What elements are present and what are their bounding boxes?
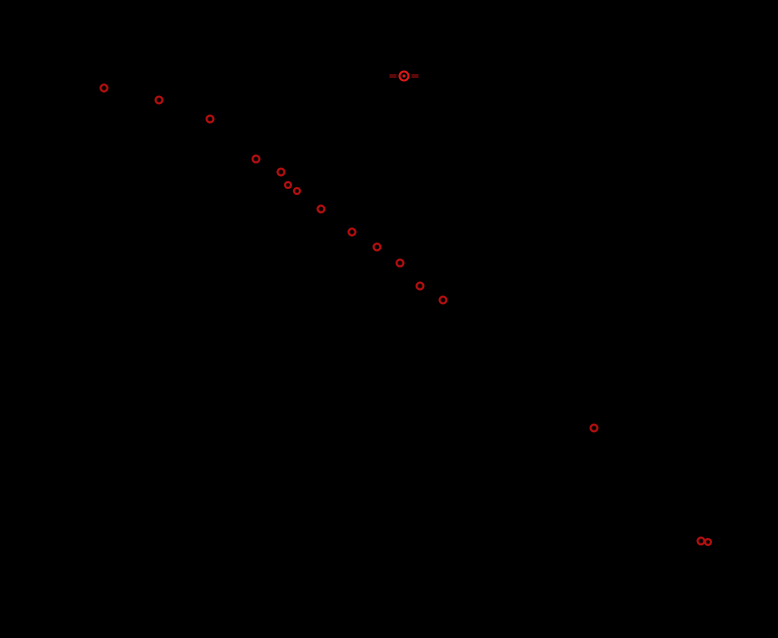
waypoint-marker[interactable] <box>99 83 109 93</box>
waypoint-ring-icon <box>293 187 301 195</box>
waypoint-marker[interactable] <box>372 242 382 252</box>
waypoint-ring-icon <box>276 167 286 177</box>
waypoint-ring-icon <box>251 154 261 164</box>
tick-mark-icon <box>411 74 419 76</box>
waypoint-marker[interactable] <box>293 187 301 195</box>
waypoint-ring-icon <box>395 258 405 268</box>
tick-mark-icon <box>389 74 397 76</box>
waypoint-marker[interactable] <box>589 423 599 433</box>
tick-mark-icon <box>411 76 419 78</box>
waypoint-ring-icon <box>154 95 164 105</box>
waypoint-marker[interactable] <box>704 538 712 546</box>
waypoint-marker[interactable] <box>415 281 425 291</box>
special-marker[interactable] <box>389 70 419 82</box>
waypoint-ring-icon <box>284 181 292 189</box>
special-marker-ring-icon <box>398 70 410 82</box>
waypoint-marker[interactable] <box>316 204 326 214</box>
waypoint-ring-icon <box>372 242 382 252</box>
waypoint-marker[interactable] <box>251 154 261 164</box>
waypoint-marker[interactable] <box>395 258 405 268</box>
waypoint-marker[interactable] <box>276 167 286 177</box>
special-marker-right-ticks-icon <box>411 74 419 78</box>
waypoint-marker[interactable] <box>154 95 164 105</box>
tick-mark-icon <box>389 76 397 78</box>
waypoint-ring-icon <box>438 295 448 305</box>
special-marker-left-ticks-icon <box>389 74 397 78</box>
waypoint-ring-icon <box>704 538 712 546</box>
waypoint-marker[interactable] <box>438 295 448 305</box>
waypoint-marker[interactable] <box>347 227 357 237</box>
waypoint-ring-icon <box>205 114 215 124</box>
waypoint-ring-icon <box>347 227 357 237</box>
waypoint-ring-icon <box>415 281 425 291</box>
waypoint-marker[interactable] <box>205 114 215 124</box>
waypoint-ring-icon <box>99 83 109 93</box>
waypoint-marker[interactable] <box>284 181 292 189</box>
waypoint-ring-icon <box>589 423 599 433</box>
waypoint-ring-icon <box>316 204 326 214</box>
